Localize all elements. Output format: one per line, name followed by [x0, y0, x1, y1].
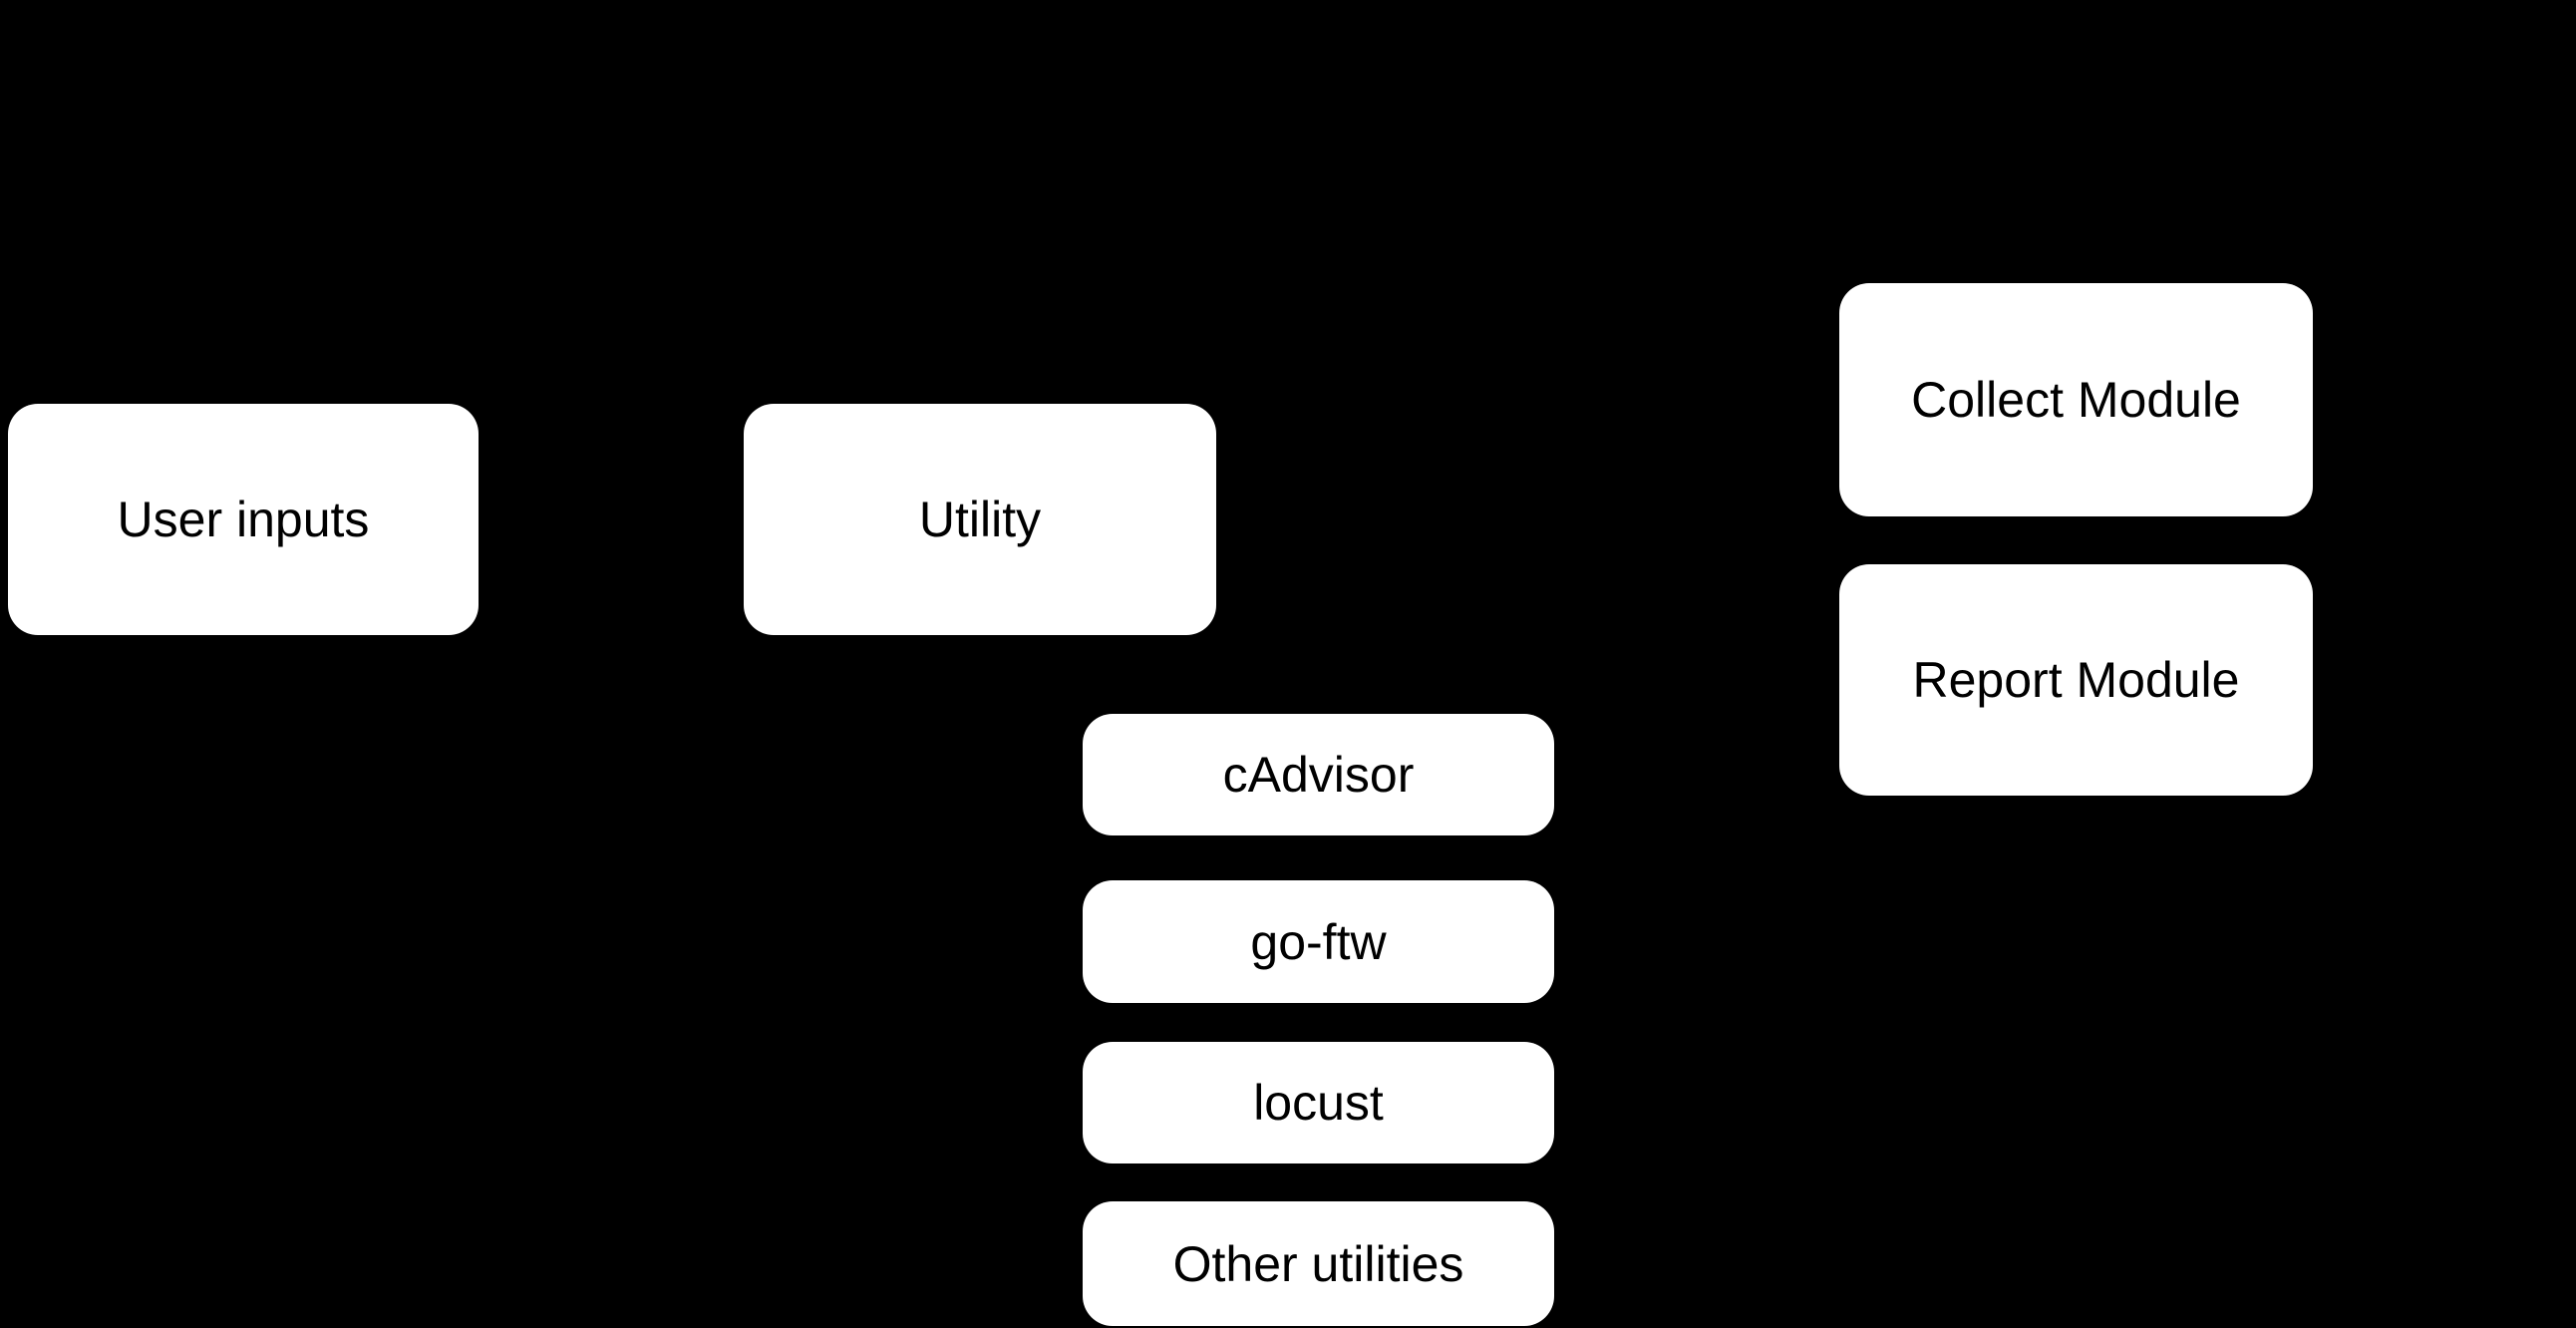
- node-label-collect-module: Collect Module: [1911, 372, 2241, 428]
- node-locust: locust: [1083, 1042, 1554, 1163]
- node-label-go-ftw: go-ftw: [1250, 913, 1387, 970]
- node-label-cadvisor: cAdvisor: [1222, 747, 1415, 803]
- node-label-other-utilities: Other utilities: [1172, 1235, 1464, 1292]
- node-go-ftw: go-ftw: [1083, 880, 1554, 1003]
- node-other-utilities: Other utilities: [1083, 1201, 1554, 1326]
- node-report-module: Report Module: [1839, 564, 2313, 796]
- node-label-locust: locust: [1253, 1075, 1384, 1131]
- node-user-inputs: User inputs: [8, 404, 479, 635]
- node-label-user-inputs: User inputs: [117, 492, 370, 547]
- node-utility: Utility: [744, 404, 1216, 635]
- node-label-utility: Utility: [918, 492, 1042, 547]
- node-cadvisor: cAdvisor: [1083, 714, 1554, 835]
- node-collect-module: Collect Module: [1839, 283, 2313, 516]
- node-label-report-module: Report Module: [1912, 652, 2240, 708]
